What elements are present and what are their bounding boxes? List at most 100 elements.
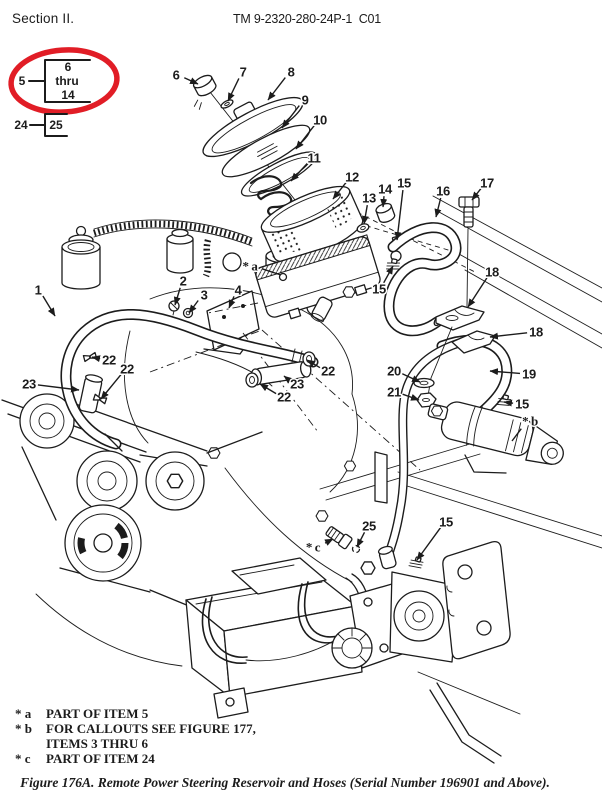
callout-leader — [259, 383, 277, 395]
callout-leader — [489, 368, 521, 376]
callout-label-19: 19 — [522, 367, 536, 382]
alternator-pulley — [145, 451, 205, 511]
clamps-and-stub-hose-left — [78, 351, 108, 414]
callout-label-21: 21 — [387, 385, 401, 400]
washer-7 — [220, 99, 234, 109]
legend-range-end: 14 — [61, 88, 75, 102]
callout-leader — [416, 527, 442, 561]
footnote-a-star: * a — [15, 706, 32, 721]
callout-label-23: 23 — [22, 377, 36, 392]
callout-label-16: 16 — [436, 184, 450, 199]
callout-leader — [434, 197, 442, 218]
callout-label-18: 18 — [529, 325, 543, 340]
callout-label-12: 12 — [345, 170, 359, 185]
water-pump-pulley — [76, 450, 138, 512]
reservoir-body — [253, 234, 381, 323]
callout-leader — [267, 77, 286, 101]
tm-number-heading: TM 9-2320-280-24P-1 C01 — [233, 12, 382, 26]
mounting-plate — [442, 540, 511, 660]
fittings-13-14-15 — [356, 202, 404, 272]
callout-leader — [394, 190, 404, 241]
callout-leader — [402, 393, 420, 401]
reservoir-cap-stack — [192, 74, 364, 263]
pump-shaft-boss — [331, 627, 373, 669]
callout-label-22: 22 — [120, 362, 134, 377]
callout-label-17: 17 — [480, 176, 494, 191]
grommet-22-a — [245, 372, 259, 388]
callout-label-15: 15 — [515, 397, 529, 412]
figure-caption: Figure 176A. Remote Power Steering Reser… — [20, 775, 550, 790]
callout-label-3: 3 — [201, 288, 208, 303]
callout-leader — [471, 187, 482, 201]
callout-label-22: 22 — [277, 390, 291, 405]
callout-label-2: 2 — [180, 274, 187, 289]
retaining-ring-25 — [351, 544, 361, 554]
callout-leader — [332, 181, 347, 200]
screw-2 — [168, 300, 180, 316]
legend-range-start: 6 — [65, 60, 72, 74]
callout-leader — [100, 373, 122, 400]
footnote-a-text: PART OF ITEM 5 — [46, 706, 149, 721]
bottom-right-tubes — [417, 671, 521, 764]
vent-cap-6 — [192, 74, 217, 110]
footnote-a: * a PART OF ITEM 5 — [15, 706, 256, 721]
footnote-b-star: * b — [15, 721, 32, 736]
clamp-18-lower — [451, 330, 496, 354]
legend-item-25: 25 — [49, 118, 63, 132]
tank-front-face — [223, 605, 363, 698]
highlight-ellipse — [8, 47, 120, 115]
idler-pulley — [19, 393, 75, 449]
callout-label-22: 22 — [321, 364, 335, 379]
footnote-b-cont-text: ITEMS 3 THRU 6 — [46, 736, 148, 751]
footnote-c-star: * c — [15, 751, 31, 766]
legend-item-5: 5 — [19, 74, 26, 88]
callout-label-9: 9 — [302, 93, 309, 108]
callout-leader — [295, 125, 315, 150]
callout-label-11: 11 — [308, 151, 321, 166]
callout-label-15: 15 — [372, 282, 386, 297]
dipstick-tube — [166, 228, 194, 274]
footnote-c: * c PART OF ITEM 24 — [15, 751, 256, 766]
callout-leader — [184, 77, 199, 85]
callout-leader — [227, 78, 240, 102]
callout-leader — [188, 300, 199, 314]
callout-label-23: 23 — [290, 377, 304, 392]
section-heading: Section II. — [12, 11, 75, 26]
callout-label-7: 7 — [240, 65, 247, 80]
callout-leader — [173, 287, 181, 306]
callout-label-8: 8 — [288, 65, 295, 80]
callout-leader — [290, 162, 309, 182]
legend-range-thru: thru — [55, 74, 78, 88]
callout-leader — [467, 277, 488, 308]
footnote-c-text: PART OF ITEM 24 — [46, 751, 155, 766]
callout-label-15: 15 — [439, 515, 453, 530]
callout-label-14: 14 — [378, 182, 393, 197]
callout-label-20: 20 — [387, 364, 401, 379]
callout-leader — [356, 531, 366, 548]
pulleys-and-belts — [1, 393, 263, 623]
legend-item-24: 24 — [14, 118, 28, 132]
callout-label-b: * b — [522, 414, 538, 429]
diaphragm-10 — [240, 151, 318, 197]
callout-leader — [37, 384, 80, 393]
footnote-b-cont: *ITEMS 3 THRU 6 — [15, 736, 256, 751]
callout-leader — [283, 375, 293, 384]
callout-leader — [281, 105, 300, 129]
tank-filler-cap — [231, 557, 327, 595]
hose-19 — [436, 334, 513, 418]
frame-rails — [319, 195, 602, 549]
callout-leader — [383, 265, 394, 284]
callout-leader — [503, 399, 514, 407]
callout-label-22: 22 — [102, 353, 116, 368]
callout-leader — [511, 428, 522, 442]
callout-leader — [402, 373, 421, 383]
callout-label-25: 25 — [362, 519, 376, 534]
callout-label-6: 6 — [173, 68, 180, 83]
callout-leader — [324, 538, 334, 546]
callout-leader — [489, 332, 528, 340]
filter-element-12 — [260, 185, 364, 263]
